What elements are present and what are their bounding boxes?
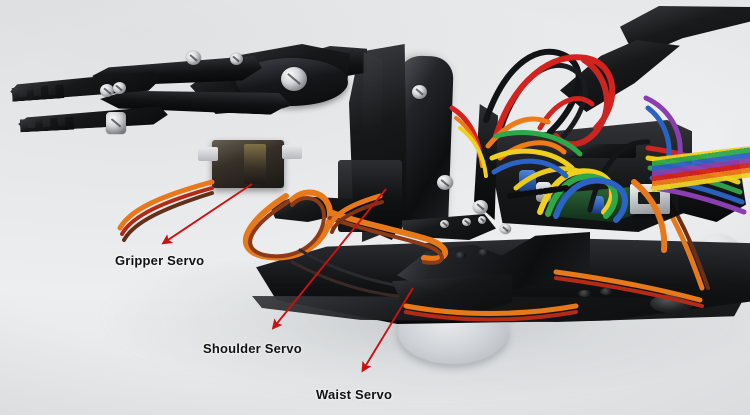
pin-header-row xyxy=(507,185,569,199)
base-slot-right xyxy=(650,294,694,313)
gripper-pivot-screw-1 xyxy=(100,84,114,97)
arrow-waist-servo xyxy=(361,287,414,373)
arrow-gripper-servo xyxy=(161,183,253,245)
base-wire-red-1 xyxy=(554,276,704,308)
wrist-center-screw xyxy=(281,67,307,91)
jumper-blue-1 xyxy=(491,158,569,179)
gripper-servo-mount-left xyxy=(198,147,218,161)
label-shoulder-servo: Shoulder Servo xyxy=(203,341,302,356)
gripper-pivot-screw-3 xyxy=(186,51,201,65)
base-wire-dark-1 xyxy=(298,248,402,288)
jumper-orange-3 xyxy=(631,179,668,253)
jumper-green-1 xyxy=(493,130,583,157)
shoulder-screw-top xyxy=(412,85,427,99)
gripper-pivot-screw-2 xyxy=(113,82,126,94)
servo-cable-tail xyxy=(327,193,383,229)
shoulder-mount-screw-2 xyxy=(462,218,471,226)
waist-bracket-hole-1 xyxy=(455,252,466,259)
waist-bracket-hole-2 xyxy=(478,249,489,256)
gripper-wire-brown xyxy=(122,191,214,242)
gripper-wire-red xyxy=(120,186,214,236)
jumper-blue-4 xyxy=(645,105,672,163)
base-hole-1 xyxy=(578,290,592,297)
shoulder-screw-bottom xyxy=(437,175,453,190)
arrow-shoulder-servo xyxy=(271,188,387,330)
jumper-yellow-1 xyxy=(489,148,575,171)
gripper-bolt-center xyxy=(106,112,126,134)
gripper-servo-gearcase xyxy=(244,144,266,184)
jumper-orange-1 xyxy=(485,116,551,149)
base-wire-red-3 xyxy=(404,310,578,322)
shoulder-mount-screw-3 xyxy=(478,216,486,224)
waist-bracket-screw xyxy=(500,224,511,234)
label-gripper-servo: Gripper Servo xyxy=(115,253,205,268)
jumper-blue-2 xyxy=(553,177,628,223)
jumper-purple-1 xyxy=(643,95,683,157)
shoulder-mount-screw-1 xyxy=(440,220,449,228)
base-wire-orange-1 xyxy=(553,269,703,303)
gripper-pivot-screw-4 xyxy=(230,53,243,65)
label-waist-servo: Waist Servo xyxy=(316,387,393,402)
jumper-black-3 xyxy=(587,139,651,213)
servo-cable-tail2 xyxy=(330,200,384,234)
gripper-servo-mount-right xyxy=(282,145,302,159)
base-wire-dark-2 xyxy=(290,260,400,298)
left-bracket-screw xyxy=(473,200,488,214)
base-hole-2 xyxy=(600,288,613,295)
gripper-wire-orange xyxy=(117,179,215,231)
base-wire-orange-3 xyxy=(403,303,579,316)
jumper-left-yellow xyxy=(458,126,488,178)
